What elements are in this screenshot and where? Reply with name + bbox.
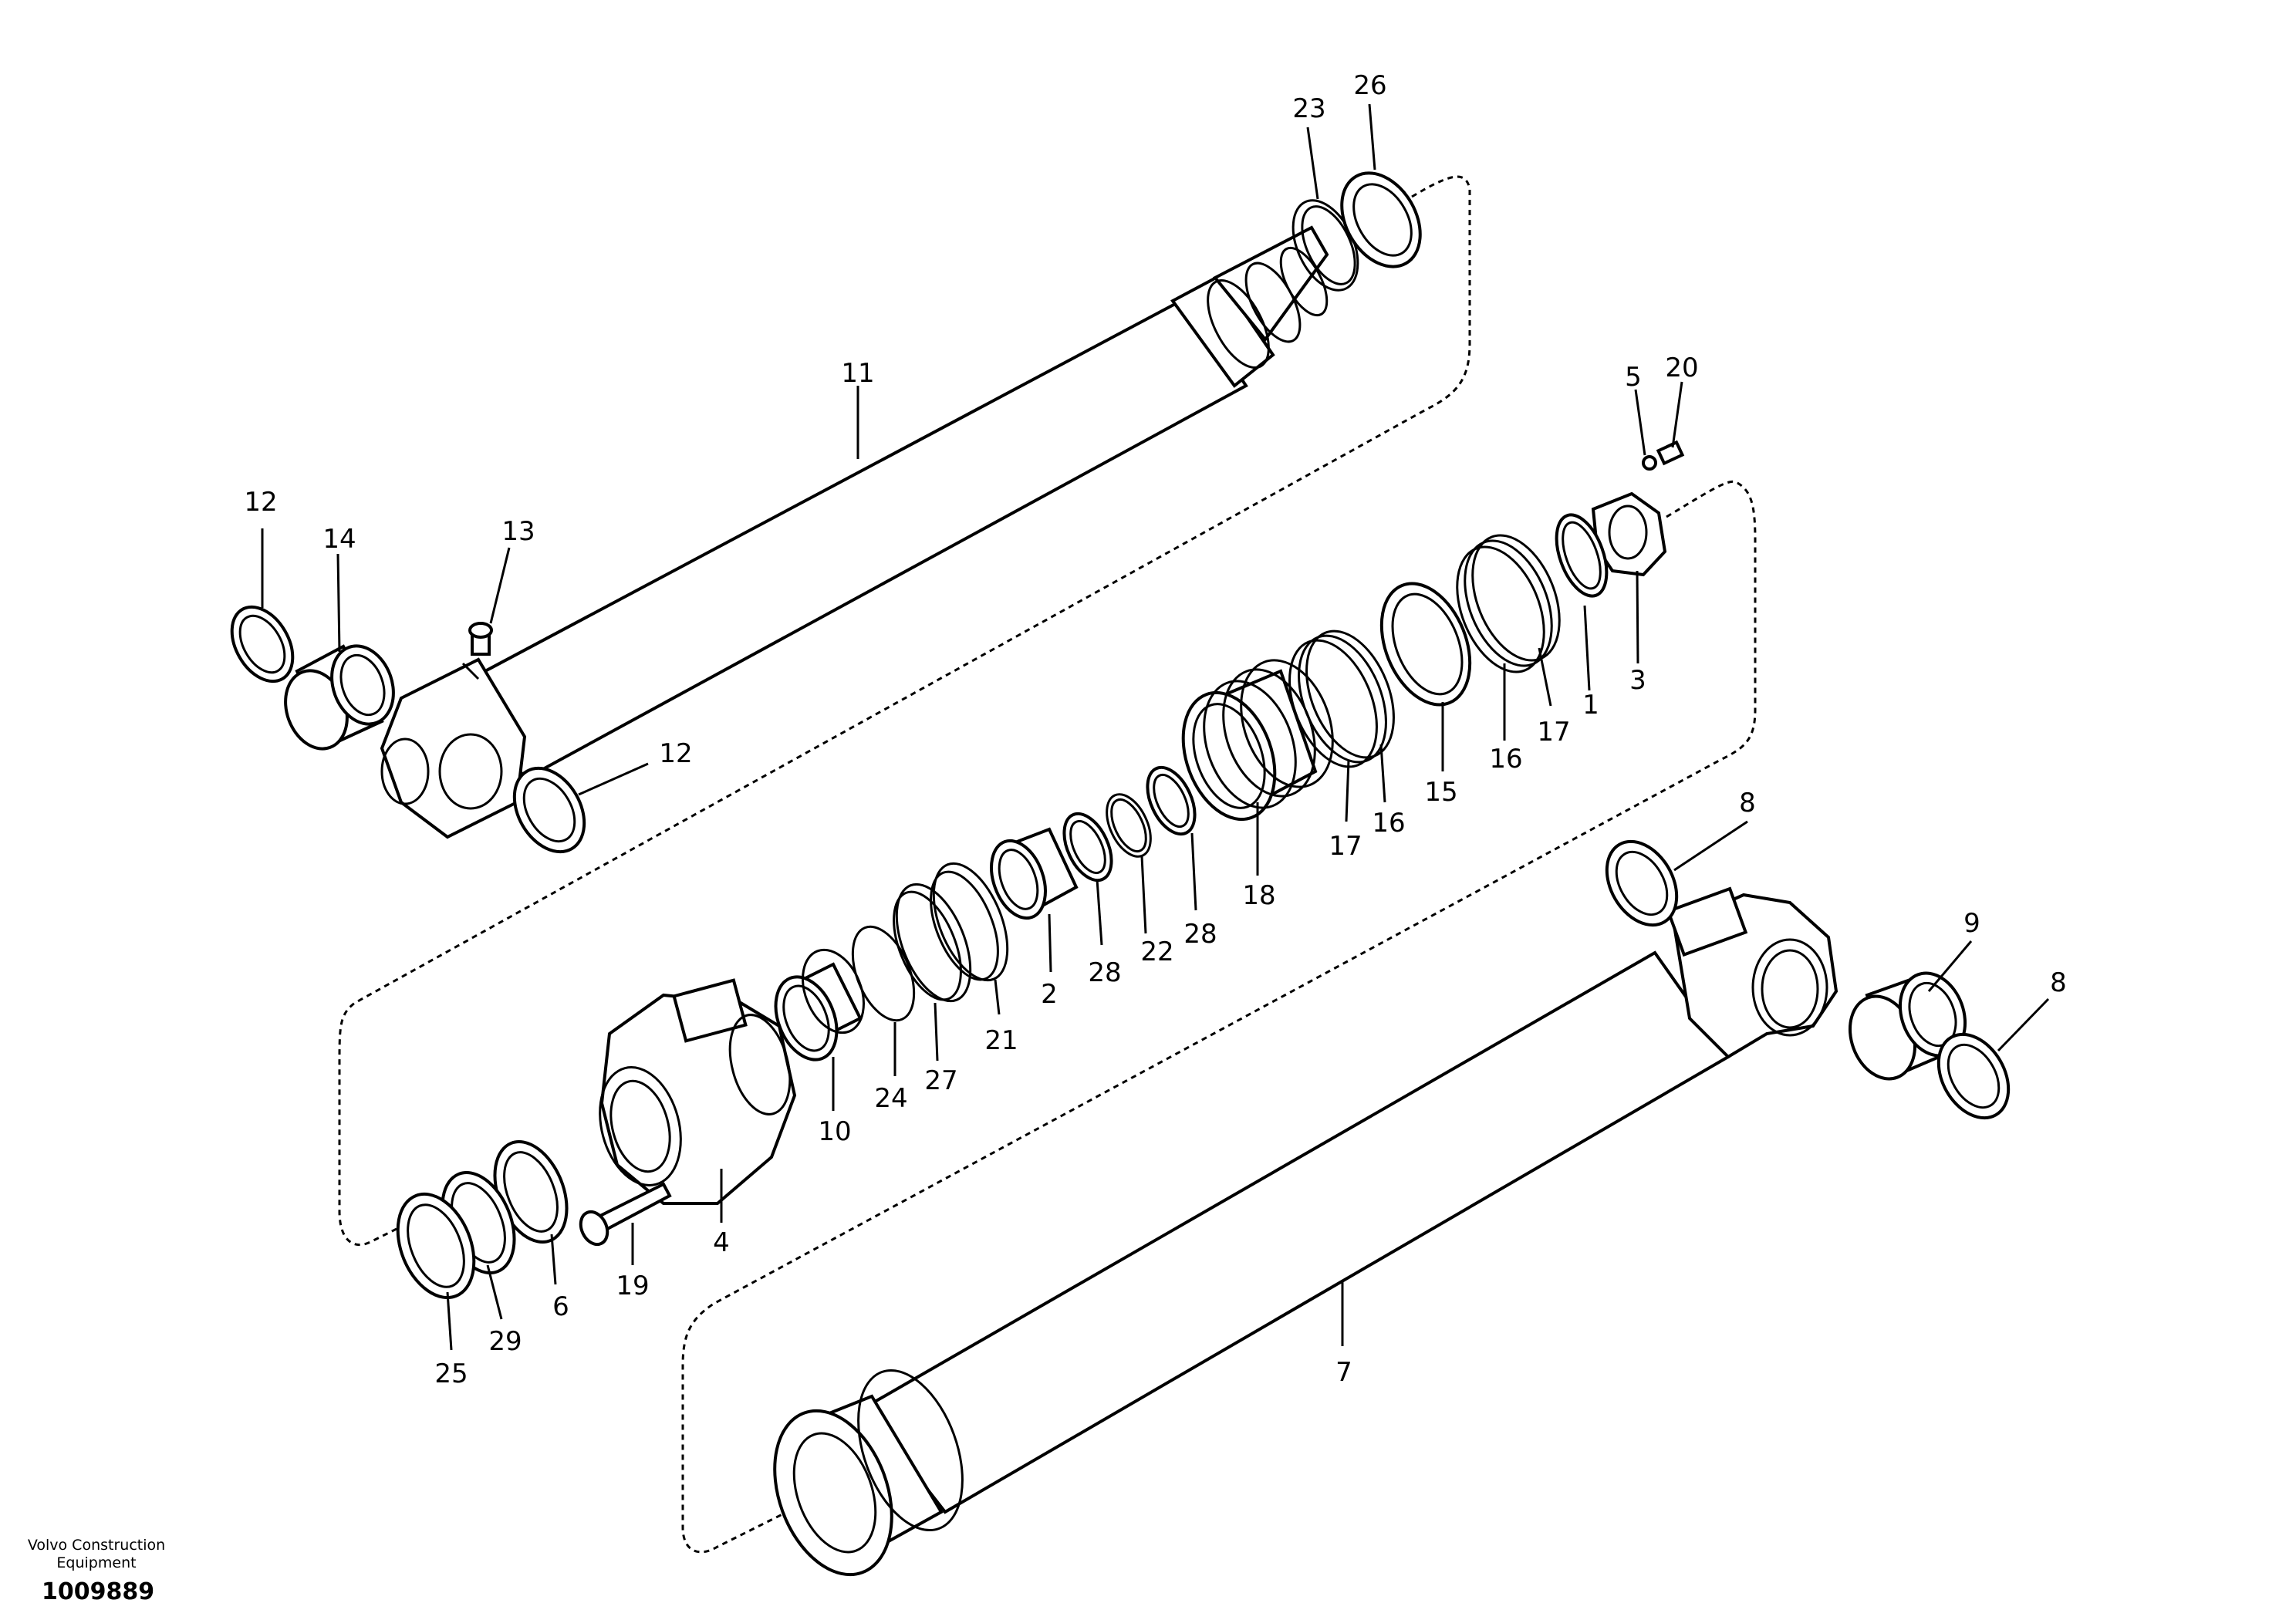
callout-4: 4 bbox=[713, 1227, 730, 1258]
tube-eye-dust-seal-top bbox=[1605, 839, 1679, 927]
callout-10: 10 bbox=[818, 1116, 851, 1147]
callout-28-left: 28 bbox=[1088, 957, 1121, 988]
seal-ring-15 bbox=[1379, 582, 1472, 707]
callout-16-left: 16 bbox=[1372, 808, 1405, 839]
grease-nipple bbox=[468, 622, 493, 656]
callout-3: 3 bbox=[1629, 665, 1646, 696]
callout-8-top: 8 bbox=[1739, 788, 1756, 818]
callout-14: 14 bbox=[322, 524, 356, 555]
bushing-10 bbox=[774, 948, 865, 1061]
piston bbox=[1181, 659, 1334, 822]
ring-21 bbox=[930, 862, 1009, 982]
callout-11: 11 bbox=[841, 358, 874, 389]
tube-eye-bushing bbox=[1848, 971, 1967, 1081]
rod-bushing bbox=[284, 644, 395, 751]
dust-seal-25 bbox=[396, 1192, 476, 1300]
manufacturer-line-1: Volvo Construction bbox=[27, 1537, 166, 1554]
piston-assembly-path bbox=[681, 480, 1757, 1554]
backup-ring-28-right bbox=[1146, 765, 1197, 836]
backup-ring-28-left bbox=[1062, 812, 1113, 883]
callout-22: 22 bbox=[1140, 937, 1173, 967]
callout-27: 27 bbox=[924, 1065, 957, 1096]
callout-1: 1 bbox=[1582, 690, 1599, 721]
set-screw-20 bbox=[1656, 440, 1685, 466]
rod-cover bbox=[599, 978, 797, 1205]
rod-assembly-path bbox=[338, 175, 1471, 1247]
callout-23: 23 bbox=[1292, 93, 1325, 124]
callout-17-right: 17 bbox=[1537, 717, 1570, 748]
callout-8-right: 8 bbox=[2050, 967, 2067, 998]
steel-ball-5 bbox=[1642, 455, 1657, 471]
o-ring-22 bbox=[1106, 793, 1152, 858]
leader-lines bbox=[261, 103, 2050, 1351]
cylinder-tube bbox=[773, 886, 1838, 1577]
callout-12-top: 12 bbox=[244, 487, 277, 518]
callout-17-left: 17 bbox=[1329, 831, 1362, 862]
callout-29: 29 bbox=[488, 1326, 522, 1357]
callout-7: 7 bbox=[1335, 1357, 1352, 1388]
callout-18: 18 bbox=[1242, 880, 1275, 911]
callout-24: 24 bbox=[874, 1083, 907, 1114]
cushion-bearing bbox=[990, 827, 1079, 920]
rod-eye-dust-seal-right bbox=[512, 766, 586, 854]
callout-28-right: 28 bbox=[1183, 919, 1217, 950]
callout-2: 2 bbox=[1041, 979, 1058, 1010]
callout-21: 21 bbox=[984, 1025, 1018, 1056]
callout-9: 9 bbox=[1963, 908, 1980, 939]
callout-13: 13 bbox=[501, 516, 535, 547]
cover-bolt bbox=[579, 1182, 672, 1247]
rod-eye-dust-seal-left bbox=[230, 605, 295, 683]
ring-26 bbox=[1340, 171, 1422, 268]
callout-6: 6 bbox=[552, 1291, 569, 1322]
cushion-ring-1 bbox=[1555, 513, 1609, 598]
callout-25: 25 bbox=[434, 1358, 468, 1389]
ring-27 bbox=[893, 883, 972, 1003]
manufacturer-line-2: Equipment bbox=[56, 1554, 137, 1571]
callout-26: 26 bbox=[1353, 70, 1386, 101]
callout-16-right: 16 bbox=[1489, 744, 1522, 775]
callout-5: 5 bbox=[1625, 362, 1642, 393]
manufacturer-label: Volvo Construction Equipment bbox=[15, 1537, 177, 1572]
callout-20: 20 bbox=[1665, 353, 1698, 383]
callout-15: 15 bbox=[1424, 777, 1457, 808]
tube-eye-dust-seal-bottom bbox=[1936, 1032, 2011, 1120]
callout-labels: 23 26 11 5 20 12 14 13 12 1 3 17 16 15 1… bbox=[244, 70, 2066, 1389]
drawing-number: 1009889 bbox=[42, 1578, 155, 1605]
callout-12-right: 12 bbox=[659, 738, 692, 769]
callout-19: 19 bbox=[616, 1271, 649, 1301]
